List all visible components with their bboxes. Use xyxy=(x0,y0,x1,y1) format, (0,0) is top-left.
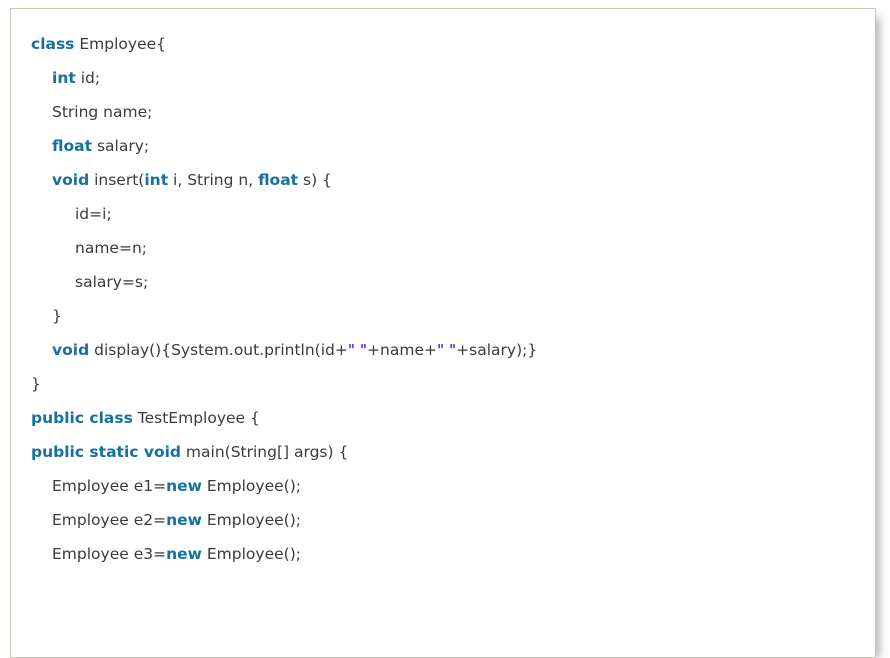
code-line: name=n; xyxy=(31,231,855,265)
code-token-keyword: int xyxy=(52,69,76,87)
code-line: void insert(int i, String n, float s) { xyxy=(31,163,855,197)
code-token-plain: id=i; xyxy=(75,205,112,223)
code-token-plain: name=n; xyxy=(75,239,147,257)
code-token-keyword: public class xyxy=(31,409,133,427)
code-token-keyword: void xyxy=(52,171,90,189)
code-token-keyword: float xyxy=(258,171,299,189)
code-token-plain: salary; xyxy=(92,137,150,155)
code-line: } xyxy=(31,367,855,401)
code-token-plain: i, String n, xyxy=(168,171,259,189)
code-token-plain: Employee e1= xyxy=(52,477,167,495)
code-line: salary=s; xyxy=(31,265,855,299)
code-token-plain: Employee e2= xyxy=(52,511,167,529)
code-line: float salary; xyxy=(31,129,855,163)
code-line: Employee e1=new Employee(); xyxy=(31,469,855,503)
code-line: id=i; xyxy=(31,197,855,231)
page: { "page": { "background": "#ffffff" }, "… xyxy=(10,8,876,658)
code-token-string: " " xyxy=(347,341,368,359)
code-token-keyword: new xyxy=(166,477,202,495)
code-block: class Employee{int id;String name;float … xyxy=(10,8,876,658)
code-token-plain: TestEmployee { xyxy=(132,409,260,427)
code-token-keyword: new xyxy=(166,511,202,529)
code-line: int id; xyxy=(31,61,855,95)
code-token-plain: Employee(); xyxy=(201,545,301,563)
code-token-plain: Employee{ xyxy=(74,35,166,53)
code-token-plain: s) { xyxy=(298,171,332,189)
code-token-keyword: new xyxy=(166,545,202,563)
code-token-plain: +name+ xyxy=(367,341,437,359)
code-token-plain: } xyxy=(52,307,62,325)
code-line: String name; xyxy=(31,95,855,129)
code-token-plain: String name; xyxy=(52,103,153,121)
code-token-keyword: public static void xyxy=(31,443,181,461)
code-token-keyword: float xyxy=(52,137,93,155)
code-token-plain: Employee(); xyxy=(201,511,301,529)
code-line: class Employee{ xyxy=(31,27,855,61)
code-lines-container: class Employee{int id;String name;float … xyxy=(31,27,855,571)
code-token-plain: Employee(); xyxy=(201,477,301,495)
code-token-plain: main(String[] args) { xyxy=(181,443,349,461)
code-token-plain: Employee e3= xyxy=(52,545,167,563)
code-token-string: " " xyxy=(436,341,457,359)
code-line: void display(){System.out.println(id+" "… xyxy=(31,333,855,367)
code-token-plain: } xyxy=(31,375,41,393)
code-token-plain: salary=s; xyxy=(75,273,149,291)
code-token-keyword: void xyxy=(52,341,90,359)
code-token-keyword: int xyxy=(144,171,169,189)
code-token-plain: insert( xyxy=(89,171,145,189)
code-token-plain: id; xyxy=(75,69,101,87)
code-line: public class TestEmployee { xyxy=(31,401,855,435)
code-token-plain: display(){System.out.println(id+ xyxy=(89,341,348,359)
code-token-plain: +salary);} xyxy=(456,341,538,359)
code-token-keyword: class xyxy=(31,35,75,53)
code-line: } xyxy=(31,299,855,333)
code-line: public static void main(String[] args) { xyxy=(31,435,855,469)
code-line: Employee e3=new Employee(); xyxy=(31,537,855,571)
code-line: Employee e2=new Employee(); xyxy=(31,503,855,537)
